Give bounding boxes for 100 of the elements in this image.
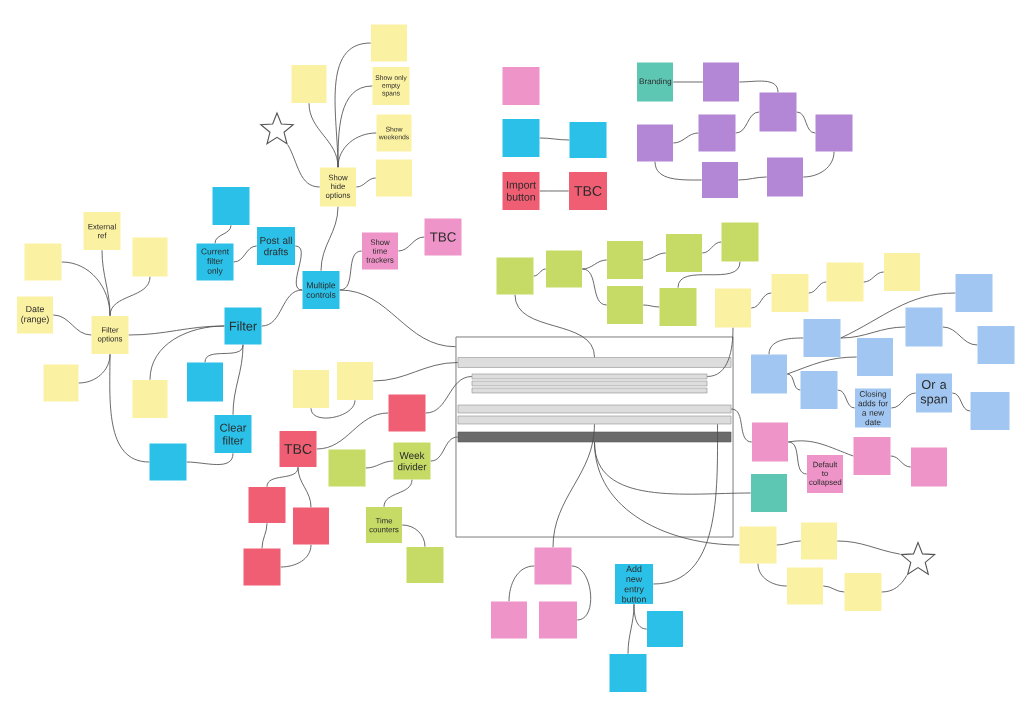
- connector: [109, 353, 150, 463]
- sticky-note: [502, 119, 540, 157]
- row-bar: [471, 380, 708, 387]
- sticky-note: Branding: [637, 62, 673, 102]
- connector: [627, 603, 635, 655]
- connector: [808, 281, 827, 294]
- connector: [757, 563, 788, 587]
- sticky-note: [751, 354, 787, 394]
- sticky-note: [702, 162, 738, 198]
- sticky-note: [787, 567, 823, 605]
- sticky-note: [771, 274, 809, 312]
- sticky-note: [371, 24, 407, 62]
- connector: [280, 544, 312, 568]
- connector: [401, 524, 426, 548]
- connector: [672, 81, 704, 83]
- row-bar: [457, 357, 732, 368]
- sticky-note: [607, 286, 643, 324]
- connector: [581, 259, 608, 270]
- connector: [430, 436, 459, 462]
- connector: [768, 337, 804, 355]
- connector: [339, 250, 363, 291]
- connector: [750, 292, 772, 309]
- connector: [316, 412, 389, 450]
- connector: [232, 344, 244, 416]
- connector: [737, 176, 768, 181]
- connector: [837, 389, 856, 409]
- connector: [890, 392, 917, 409]
- connector: [539, 137, 570, 141]
- sticky-note: Current filter only: [196, 243, 234, 281]
- connector: [297, 466, 312, 508]
- connector: [355, 177, 377, 188]
- sticky-note: Date (range): [17, 296, 53, 334]
- connector: [735, 111, 760, 134]
- sticky-note: [293, 370, 329, 408]
- connector: [787, 441, 808, 475]
- sticky-note: [609, 654, 647, 692]
- connector: [642, 304, 660, 308]
- connector: [508, 565, 535, 602]
- connector: [149, 325, 225, 381]
- connector: [738, 80, 779, 93]
- connector: [786, 373, 801, 391]
- sticky-note: Post all drafts: [257, 227, 295, 265]
- connector: [383, 479, 413, 508]
- connector: [294, 245, 303, 291]
- sticky-note: [388, 394, 426, 432]
- sticky-note: [569, 122, 607, 158]
- connector: [942, 326, 978, 346]
- connector: [425, 376, 473, 414]
- sticky-note: [502, 67, 540, 105]
- sticky-note: Clear filter: [214, 415, 252, 453]
- sticky-note: Multiple controls: [302, 271, 340, 309]
- connector: [802, 151, 835, 178]
- connector: [337, 132, 377, 168]
- connector: [397, 236, 425, 252]
- sticky-note: [752, 422, 788, 462]
- sticky-note: TBC: [424, 218, 462, 256]
- sticky-note: [905, 307, 943, 347]
- connector: [539, 190, 570, 192]
- sticky-note: [955, 274, 993, 312]
- row-bar: [471, 373, 708, 380]
- connector: [337, 85, 373, 168]
- sticky-note: [801, 522, 837, 560]
- sticky-note: [637, 124, 673, 162]
- sticky-note: [406, 547, 444, 583]
- sticky-note: [721, 222, 759, 262]
- connector: [840, 326, 906, 339]
- sticky-note: [759, 92, 797, 132]
- sticky-note: Import button: [502, 172, 540, 210]
- sticky-note: [826, 262, 864, 302]
- connector: [836, 540, 901, 555]
- sticky-note: [703, 62, 739, 102]
- connector: [287, 144, 321, 188]
- connector: [796, 111, 816, 134]
- connector: [890, 455, 912, 468]
- sticky-note: [539, 601, 577, 639]
- connector: [261, 522, 268, 549]
- sticky-note: [293, 507, 329, 545]
- sticky-note: [534, 547, 572, 585]
- connector: [594, 441, 740, 546]
- sticky-note: [24, 243, 62, 281]
- connector: [642, 252, 667, 261]
- connector: [52, 314, 92, 336]
- sticky-note: [132, 380, 168, 418]
- sticky-note: TBC: [279, 431, 317, 467]
- connector: [672, 132, 699, 144]
- connector: [365, 460, 394, 469]
- connector: [514, 294, 595, 358]
- sticky-note: [132, 237, 168, 277]
- row-bar: [457, 431, 732, 443]
- sticky-note: [607, 241, 643, 279]
- connector: [730, 408, 753, 443]
- connector: [677, 261, 741, 289]
- connector: [571, 565, 592, 621]
- sticky-note: [857, 338, 893, 376]
- sticky-note: [291, 65, 327, 103]
- sticky-note: [248, 487, 286, 523]
- sticky-note: [328, 449, 366, 487]
- connector: [822, 585, 845, 593]
- connector: [533, 268, 547, 277]
- connector: [951, 392, 971, 412]
